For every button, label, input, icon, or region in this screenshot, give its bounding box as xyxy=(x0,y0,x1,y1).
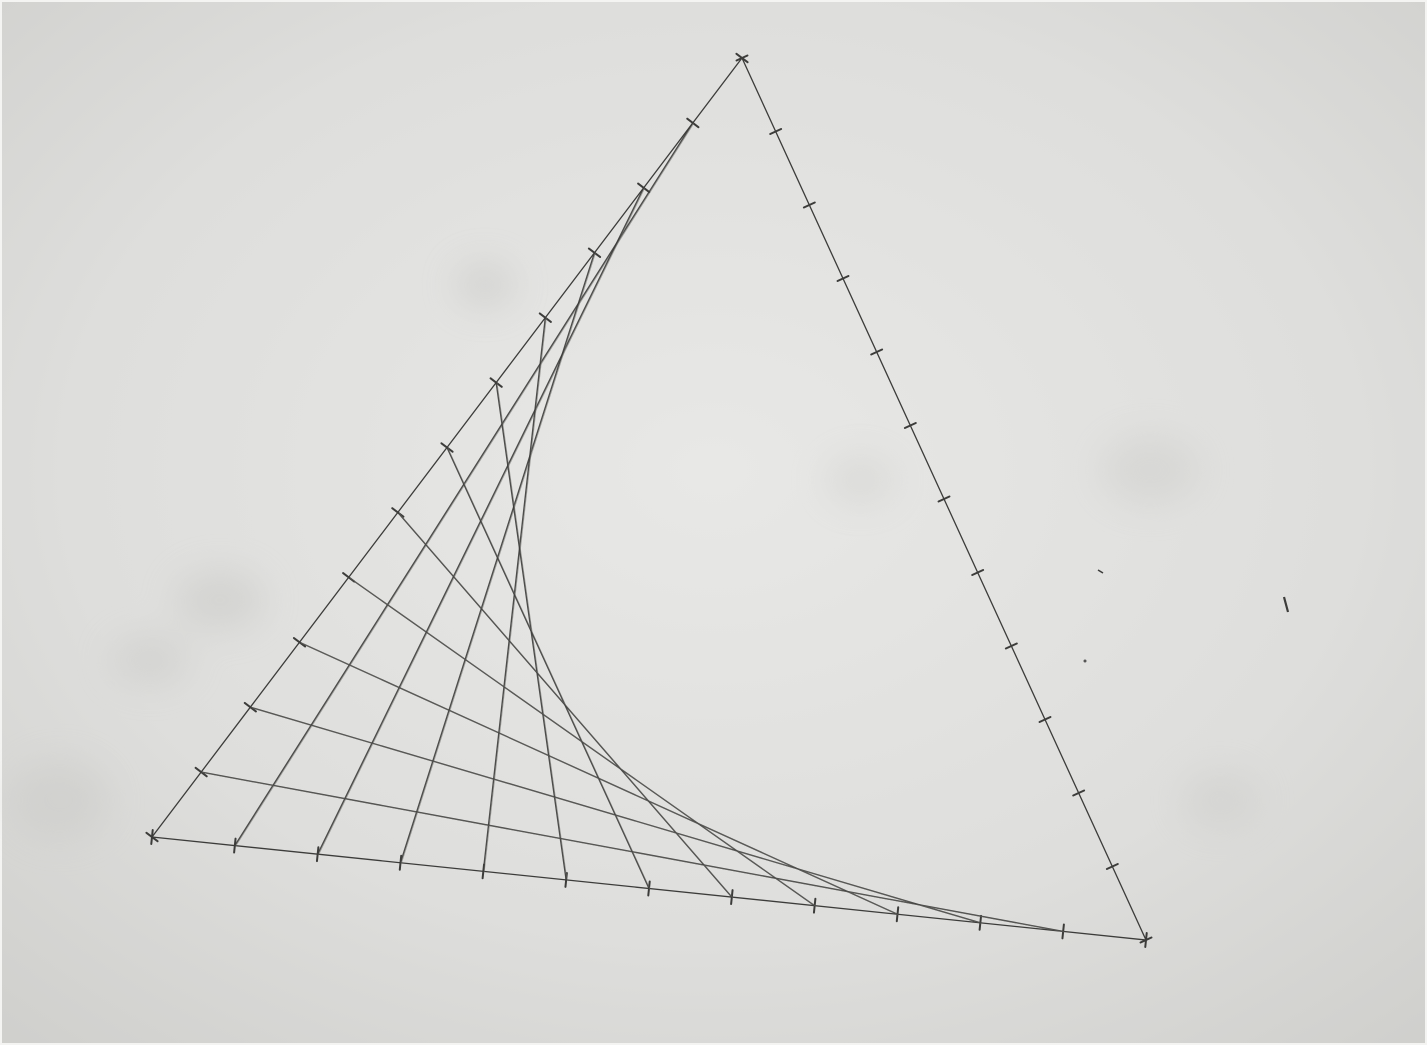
tick-mark-right xyxy=(735,54,749,62)
tick-mark-right xyxy=(1105,863,1119,870)
string-art-lines xyxy=(200,122,1065,933)
tick-mark-right xyxy=(769,128,783,135)
tick-mark-right xyxy=(836,275,850,282)
tick-mark-right xyxy=(1139,936,1153,944)
stray-marks xyxy=(1083,569,1290,663)
string-line-shadow xyxy=(202,772,1065,933)
tick-mark-right xyxy=(971,569,985,576)
tick-mark-right xyxy=(1072,789,1086,797)
tick-mark-right xyxy=(870,348,884,356)
tick-mark-right xyxy=(1038,716,1052,723)
paper-smudges xyxy=(10,263,1260,840)
tick-mark-base xyxy=(150,829,154,845)
tick-mark-right xyxy=(937,495,951,503)
tick-mark-right xyxy=(802,201,816,209)
tick-mark-right xyxy=(1004,642,1018,650)
tick-mark-right xyxy=(903,422,917,429)
string-line-shadow xyxy=(251,707,982,924)
